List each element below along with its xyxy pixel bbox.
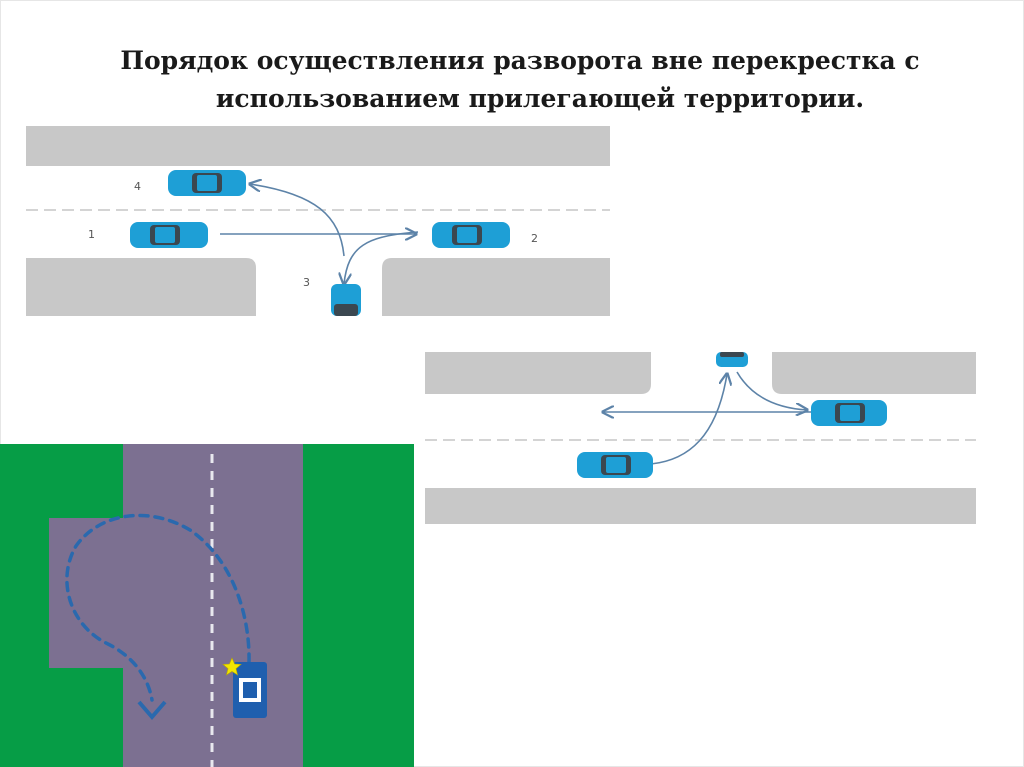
car-label-4: 4 <box>134 180 141 193</box>
arrow-3-to-4 <box>250 184 345 257</box>
car-label-3: 3 <box>303 276 310 289</box>
car-icon <box>233 662 267 718</box>
curb-top-left <box>425 352 651 394</box>
turn-path-dotted <box>65 513 251 702</box>
curb-bottom <box>425 488 976 524</box>
title-line-1: Порядок осуществления разворота вне пере… <box>120 46 920 75</box>
u-turn-diagram-top: 1 2 3 4 <box>26 126 610 316</box>
u-turn-diagram-right <box>425 352 976 524</box>
car-icon <box>331 284 361 316</box>
car-icon <box>130 222 208 248</box>
road-scheme-diagram <box>0 444 414 767</box>
car-icon <box>168 170 246 196</box>
car-icon <box>811 400 887 426</box>
arrow-merge-up <box>650 374 727 465</box>
car-icon <box>577 452 653 478</box>
slide-title: Порядок осуществления разворота вне пере… <box>60 42 980 118</box>
curb-bottom-right <box>382 258 610 316</box>
car-label-2: 2 <box>531 232 538 245</box>
star-icon <box>222 657 242 676</box>
title-line-2: использованием прилегающей территории. <box>215 84 865 113</box>
arrow-exit-right <box>736 371 807 410</box>
adjacent-territory <box>49 518 129 668</box>
car-icon <box>432 222 510 248</box>
curb-top <box>26 126 610 166</box>
car-icon <box>716 352 748 367</box>
curb-bottom-left <box>26 258 256 316</box>
car-label-1: 1 <box>88 228 95 241</box>
arrow-2-to-3 <box>344 231 419 284</box>
chevron-down-icon <box>137 700 167 721</box>
curb-top-right <box>772 352 976 394</box>
